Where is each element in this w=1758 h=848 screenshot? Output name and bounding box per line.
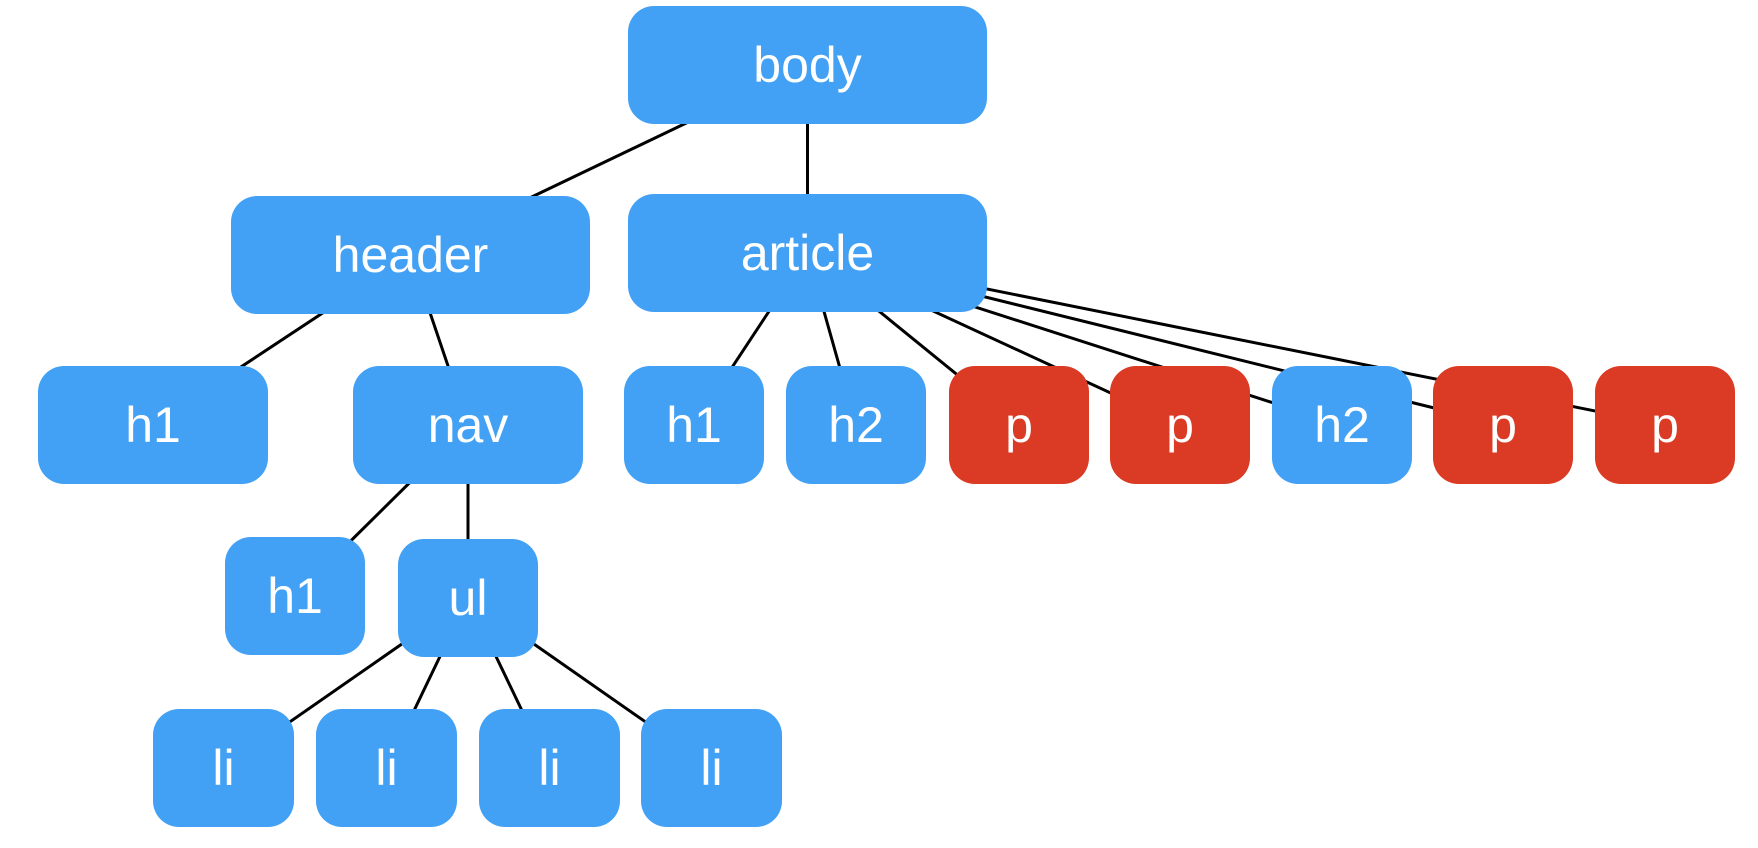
node-li-3: li <box>479 709 620 827</box>
node-ul: ul <box>398 539 538 657</box>
node-body: body <box>628 6 987 124</box>
node-li-2: li <box>316 709 457 827</box>
node-label: nav <box>427 397 509 453</box>
node-article: article <box>628 194 987 312</box>
node-label: li <box>700 740 723 796</box>
node-label: li <box>538 740 561 796</box>
node-label: h2 <box>1314 397 1370 453</box>
node-label: ul <box>448 570 488 626</box>
node-label: header <box>332 227 489 283</box>
node-p-3: p <box>1433 366 1573 484</box>
node-header-h1: h1 <box>38 366 268 484</box>
node-nav: nav <box>353 366 583 484</box>
node-label: p <box>1651 397 1679 453</box>
node-label: p <box>1005 397 1033 453</box>
node-li-1: li <box>153 709 294 827</box>
node-label: h1 <box>666 397 722 453</box>
node-li-4: li <box>641 709 782 827</box>
node-label: p <box>1489 397 1517 453</box>
node-label: h1 <box>125 397 181 453</box>
node-label: article <box>740 225 875 281</box>
node-label: li <box>375 740 398 796</box>
node-article-h2-1: h2 <box>786 366 926 484</box>
node-header: header <box>231 196 590 314</box>
node-article-h2-2: h2 <box>1272 366 1412 484</box>
node-label: h1 <box>267 568 323 624</box>
node-p-2: p <box>1110 366 1250 484</box>
node-label: p <box>1166 397 1194 453</box>
node-nav-h1: h1 <box>225 537 365 655</box>
node-article-h1: h1 <box>624 366 764 484</box>
node-label: h2 <box>828 397 884 453</box>
node-label: body <box>753 37 862 93</box>
node-p-1: p <box>949 366 1089 484</box>
node-p-4: p <box>1595 366 1735 484</box>
node-label: li <box>212 740 235 796</box>
